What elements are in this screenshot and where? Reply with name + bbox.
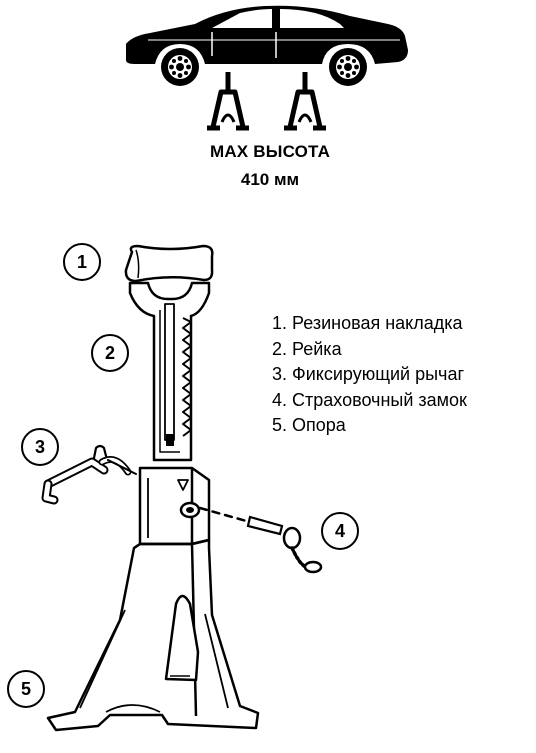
callout-4: 4 [321,512,359,550]
legend-item-safety-lock: 4. Страховочный замок [272,389,467,410]
small-stand-left [207,72,249,131]
small-stand-right [284,72,326,131]
callout-2: 2 [91,334,129,372]
car-window-rear [280,9,344,28]
legend-item-base: 5. Опора [272,415,346,435]
car-wheel-front [161,48,199,86]
callout-3: 3 [21,428,59,466]
ratchet-bar [128,281,211,462]
car-body [126,5,408,64]
max-height-title: MAX ВЫСОТА [209,142,331,161]
callout-5: 5 [7,670,45,708]
rubber-pad [124,244,214,283]
safety-pin [198,506,323,574]
legend-item-locking-lever: 3. Фиксирующий рычаг [272,364,465,384]
parts-legend: 1. Резиновая накладка 2. Рейка 3. Фиксир… [272,311,467,439]
callout-1: 1 [63,243,101,281]
car-window-front [212,9,272,28]
max-height-value: 410 мм [240,170,300,189]
car-illustration [126,5,408,86]
stand-head [138,466,211,546]
locking-lever [41,444,137,505]
legend-item-rack: 2. Рейка [272,338,342,359]
stand-base [46,538,260,732]
legend-item-rubber-pad: 1. Резиновая накладка [272,313,463,333]
car-wheel-rear [329,48,367,86]
